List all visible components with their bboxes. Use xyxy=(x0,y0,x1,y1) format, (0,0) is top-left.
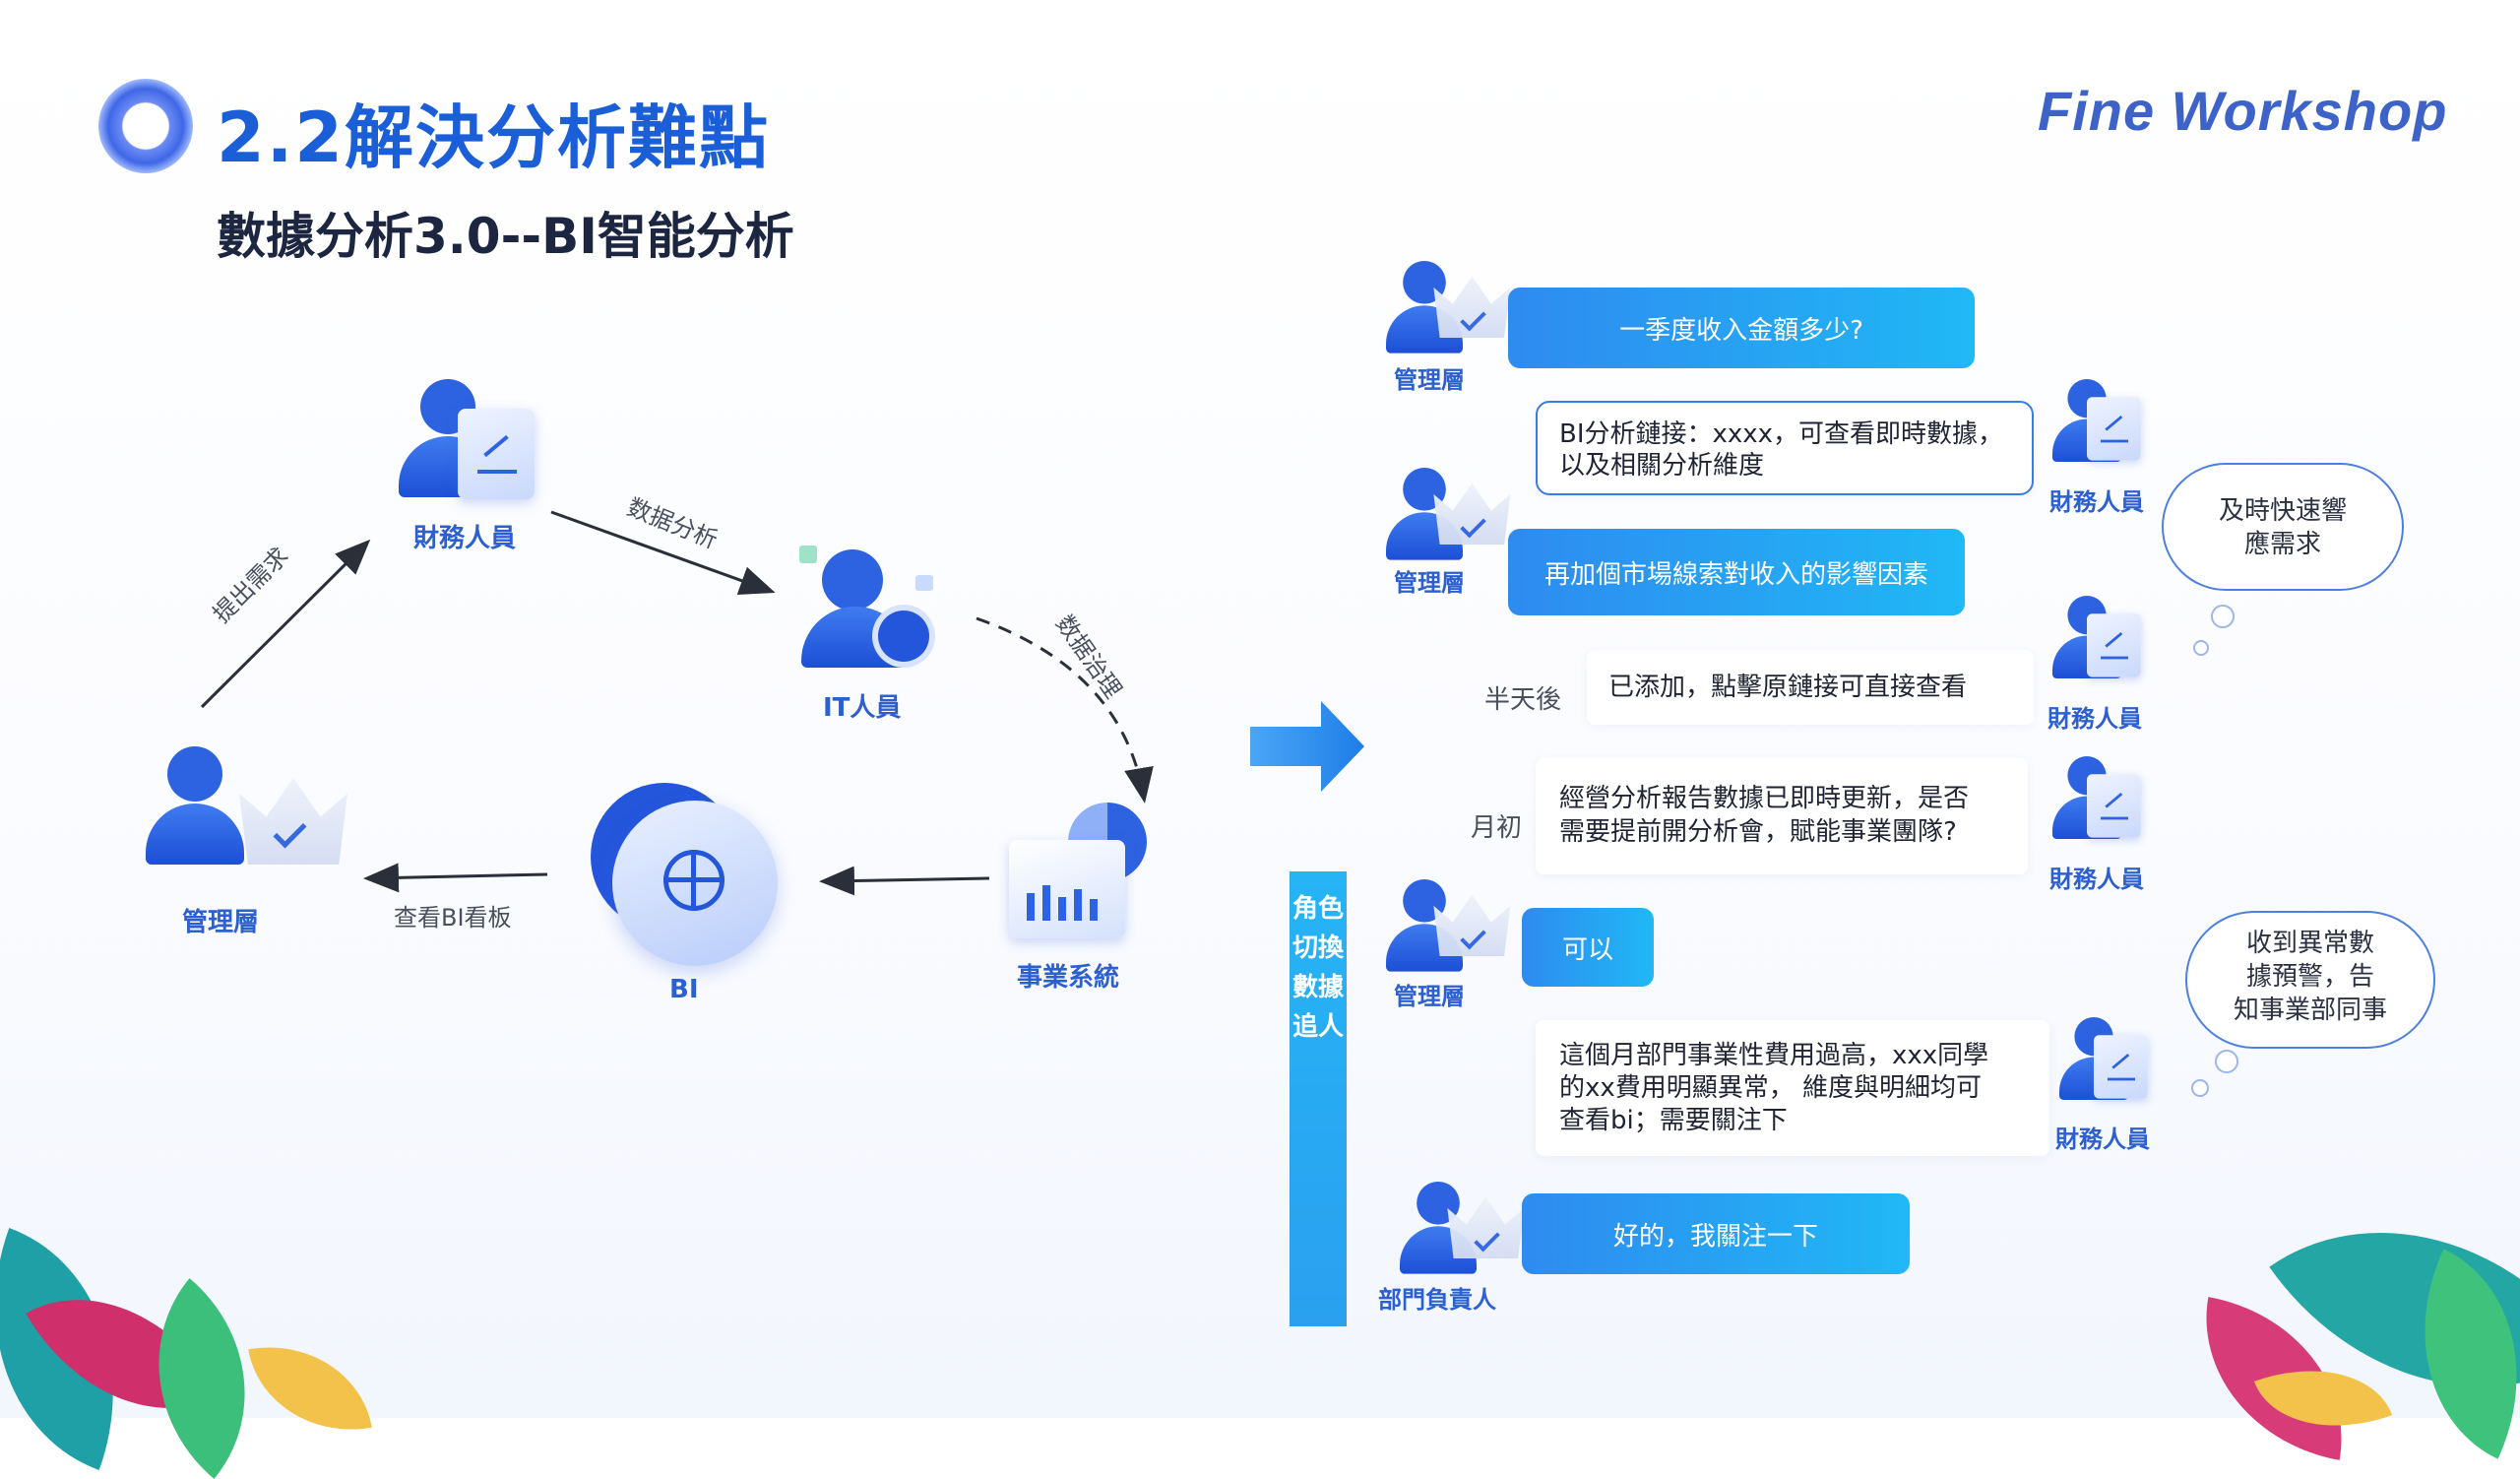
brand-logo: Fine Workshop xyxy=(2038,80,2448,142)
chat-bubble-d1: 好的，我關注一下 xyxy=(1522,1193,1910,1274)
chat-bubble-m2: 再加個市場線索對收入的影響因素 xyxy=(1508,529,1965,615)
manager-avatar-3 xyxy=(1386,879,1511,972)
it-label: IT人員 xyxy=(823,693,902,723)
chat-label-manager-1: 管理層 xyxy=(1394,366,1465,394)
title-orb-icon xyxy=(98,79,193,173)
chat-label-finance-2: 財務人員 xyxy=(2048,705,2142,733)
page-subtitle: 數據分析3.0--BI智能分析 xyxy=(217,208,794,265)
finance-avatar-2 xyxy=(2052,596,2141,678)
time-month-start: 月初 xyxy=(1471,813,1523,843)
chat-label-dept-head: 部門負責人 xyxy=(1378,1286,1496,1314)
thought-cloud-2: 收到異常數 據預警，告 知事業部同事 xyxy=(2185,911,2435,1049)
thought-dot xyxy=(2211,605,2235,628)
finance-avatar-3 xyxy=(2052,756,2141,839)
arrow-governance xyxy=(976,616,1154,804)
time-half-day: 半天後 xyxy=(1484,685,1562,715)
thought-dot xyxy=(2191,1079,2209,1097)
chat-bubble-r1: BI分析鏈接：xxxx，可查看即時數據， 以及相關分析維度 xyxy=(1536,401,2034,495)
arrow-analysis xyxy=(550,510,776,595)
thought-dot xyxy=(2215,1050,2238,1073)
chat-label-finance-4: 財務人員 xyxy=(2055,1125,2150,1153)
finance-person-icon xyxy=(399,379,535,499)
finance-avatar-1 xyxy=(2052,379,2141,462)
it-person-icon xyxy=(788,542,945,670)
chat-bubble-m1: 一季度收入金額多少? xyxy=(1508,288,1975,368)
chat-bubble-r3: 經營分析報告數據已即時更新，是否 需要提前開分析會，賦能事業團隊? xyxy=(1536,758,2028,874)
thought-cloud-1: 及時快速響 應需求 xyxy=(2162,463,2404,591)
arrow-view xyxy=(363,863,548,893)
chat-label-finance-3: 財務人員 xyxy=(2049,866,2144,893)
chat-label-finance-1: 財務人員 xyxy=(2049,488,2144,516)
business-system-icon xyxy=(1009,803,1166,945)
chat-label-manager-3: 管理層 xyxy=(1394,983,1465,1010)
manager-avatar-2 xyxy=(1386,468,1511,560)
thought-dot xyxy=(2193,640,2209,656)
dept-head-avatar xyxy=(1400,1182,1525,1274)
role-switch-bar: 角色切換數據追人 xyxy=(1290,871,1347,1326)
chat-label-manager-2: 管理層 xyxy=(1394,569,1465,597)
finance-label: 財務人員 xyxy=(413,524,517,553)
transition-arrow-icon xyxy=(1250,701,1364,792)
manager-label: 管理層 xyxy=(182,908,260,937)
bi-label: BI xyxy=(669,975,699,1004)
chat-bubble-r2: 已添加，點擊原鏈接可直接查看 xyxy=(1587,650,2034,725)
arrow-business-bi xyxy=(819,866,990,896)
business-system-label: 事業系統 xyxy=(1017,963,1120,993)
bi-globe-icon xyxy=(591,783,783,970)
edge-label-view: 查看BI看板 xyxy=(394,904,512,932)
manager-person-icon xyxy=(146,746,347,865)
finance-avatar-4 xyxy=(2059,1017,2148,1100)
chat-bubble-r4: 這個月部門事業性費用過高，xxx同學 的xx費用明顯異常， 維度與明細均可 查看… xyxy=(1536,1020,2049,1156)
manager-avatar-1 xyxy=(1386,261,1511,354)
chat-bubble-m3: 可以 xyxy=(1522,908,1654,987)
flow-arrows xyxy=(200,510,1154,896)
page-title: 2.2解決分析難點 xyxy=(217,97,771,178)
arrow-request xyxy=(200,539,371,709)
